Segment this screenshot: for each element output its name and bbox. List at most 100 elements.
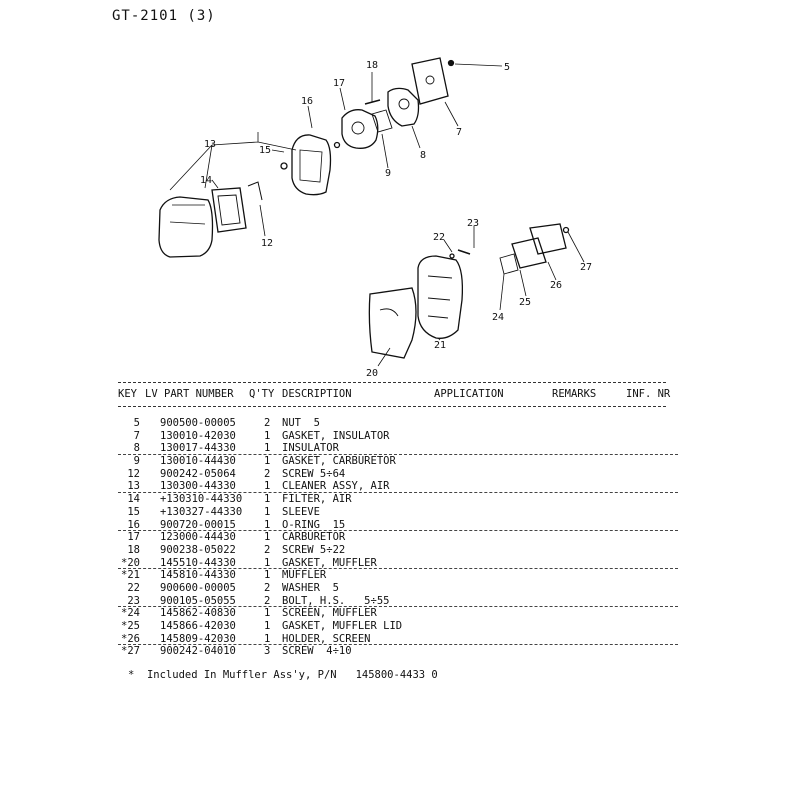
page-title: GT-2101 (3) (112, 8, 216, 24)
callout-22: 22 (433, 232, 445, 243)
callout-24: 24 (492, 312, 504, 323)
table-top-rule (118, 382, 666, 383)
part-number: 900242-05064 (160, 467, 236, 480)
callout-27: 27 (580, 262, 592, 273)
part-description: CLEANER ASSY, AIR (282, 480, 390, 493)
part-qty: 1 (264, 429, 271, 442)
part-key: 5 (133, 417, 140, 429)
part-number: 145810-44330 (160, 569, 236, 582)
footnote: * Included In Muffler Ass'y, P/N 145800-… (128, 669, 438, 681)
table-row: *21 145810-44330 1 MUFFLER (118, 569, 678, 582)
part-key: 17 (127, 531, 140, 544)
part-number: 145866-42030 (160, 620, 236, 632)
header-remarks: REMARKS (552, 388, 597, 400)
callout-12: 12 (261, 238, 273, 249)
part-key: *26 (121, 632, 140, 645)
part-number: 130010-42030 (160, 429, 236, 442)
part-qty: 1 (264, 442, 271, 455)
part-qty: 2 (264, 594, 271, 607)
part-description: SCREW 4÷10 (282, 645, 352, 658)
part-number: 145510-44330 (160, 556, 236, 569)
callout-17: 17 (333, 78, 345, 89)
part-qty: 3 (264, 645, 271, 658)
part-description: NUT 5 (282, 417, 320, 429)
part-key: *25 (121, 620, 140, 632)
part-qty: 1 (264, 607, 271, 620)
callout-23: 23 (467, 218, 479, 229)
part-description: SLEEVE (282, 505, 320, 518)
table-row: *25 145866-42030 1 GASKET, MUFFLER LID (118, 620, 678, 633)
part-description: O-RING 15 (282, 518, 346, 531)
callout-14: 14 (200, 175, 212, 186)
callout-8: 8 (420, 150, 426, 161)
callout-5: 5 (504, 62, 510, 73)
part-number: 145809-42030 (160, 632, 236, 645)
callout-20: 20 (366, 368, 378, 379)
part-qty: 1 (264, 569, 271, 582)
part-description: MUFFLER (282, 569, 327, 582)
header-inf-nr: INF. NR (626, 388, 671, 400)
part-key: *20 (121, 556, 140, 569)
part-qty: 1 (264, 493, 271, 506)
header-description: DESCRIPTION (282, 388, 352, 400)
part-key: 13 (127, 480, 140, 493)
callout-21: 21 (434, 340, 446, 351)
part-number: 145862-40830 (160, 607, 236, 620)
table-row: 8 130017-44330 1 INSULATOR (118, 442, 678, 456)
table-header: KEY LV PART NUMBER Q'TY DESCRIPTION APPL… (118, 388, 678, 402)
part-qty: 2 (264, 467, 271, 480)
part-number: 900238-05022 (160, 543, 236, 556)
callout-13: 13 (204, 139, 216, 150)
callout-26: 26 (550, 280, 562, 291)
part-key: 15 (127, 505, 140, 518)
part-number: 900242-04010 (160, 645, 236, 658)
header-application: APPLICATION (434, 388, 504, 400)
table-row: 5 900500-00005 2 NUT 5 (118, 417, 678, 430)
header-part-number: PART NUMBER (164, 388, 234, 400)
part-description: FILTER, AIR (282, 493, 352, 506)
part-qty: 1 (264, 518, 271, 531)
part-qty: 2 (264, 581, 271, 594)
part-key: *21 (121, 569, 140, 582)
part-qty: 2 (264, 417, 271, 429)
part-description: HOLDER, SCREEN (282, 632, 371, 645)
part-key: 16 (127, 518, 140, 531)
part-key: 14 (127, 493, 140, 506)
part-key: 22 (127, 581, 140, 594)
part-description: GASKET, MUFFLER LID (282, 620, 403, 632)
callout-9: 9 (385, 168, 391, 179)
exploded-parts-diagram: 5 7 8 9 18 17 16 13 15 14 12 23 22 27 26… (158, 57, 592, 379)
part-number: +130327-44330 (160, 505, 243, 518)
part-key: 18 (127, 543, 140, 556)
part-key: *24 (121, 607, 140, 620)
part-qty: 1 (264, 531, 271, 544)
part-key: 12 (127, 467, 140, 480)
part-description: BOLT, H.S. 5÷55 (282, 594, 390, 607)
part-qty: 2 (264, 543, 271, 556)
part-key: 8 (133, 442, 140, 455)
part-description: GASKET, MUFFLER (282, 556, 377, 569)
part-number: 130017-44330 (160, 442, 236, 455)
callout-15: 15 (259, 145, 271, 156)
table-row: 13 130300-44330 1 CLEANER ASSY, AIR (118, 480, 678, 494)
part-number: 900500-00005 (160, 417, 236, 429)
part-key: 23 (127, 594, 140, 607)
part-number: 123000-44430 (160, 531, 236, 544)
part-number: 130300-44330 (160, 480, 236, 493)
table-header-rule (118, 406, 666, 407)
part-number: 900600-00005 (160, 581, 236, 594)
part-qty: 1 (264, 620, 271, 632)
part-description: INSULATOR (282, 442, 339, 455)
part-qty: 1 (264, 480, 271, 493)
